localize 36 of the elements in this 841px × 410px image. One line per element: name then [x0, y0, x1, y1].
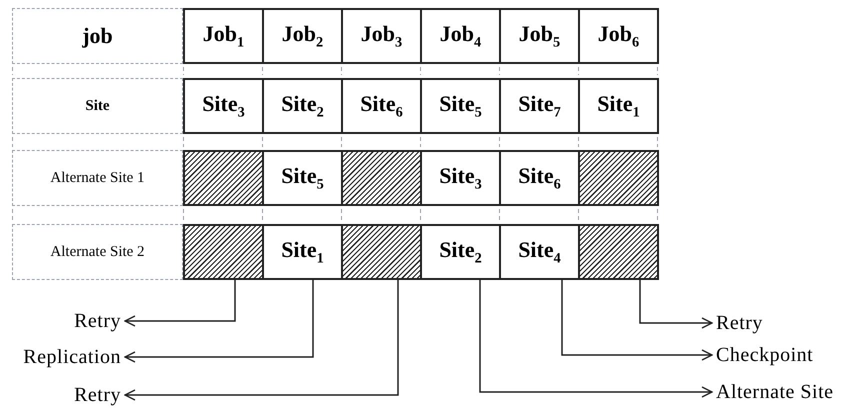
table-cell: Site$_{7}$	[499, 78, 580, 134]
table-cell: Job$_{2}$	[262, 8, 343, 64]
table-cell: Site$_{3}$	[183, 78, 264, 134]
table-cell: Job$_{4}$	[420, 8, 501, 64]
table-cell: Site$_{4}$	[499, 224, 580, 280]
connector-arrow	[124, 280, 399, 401]
table-cell: Site$_{2}$	[262, 78, 343, 134]
table-cell: Site$_{5}$	[420, 78, 501, 134]
table-cell: Site$_{5}$	[262, 150, 343, 206]
table-cell: Job$_{5}$	[499, 8, 580, 64]
hatched-cell	[578, 224, 659, 280]
outcome-label: Alternate Site	[712, 381, 840, 403]
table-cell: Site$_{6}$	[499, 150, 580, 206]
table-cell: Site$_{2}$	[420, 224, 501, 280]
connector-arrow	[479, 280, 713, 398]
table-cell: Job$_{1}$	[183, 8, 264, 64]
hatched-cell	[183, 150, 264, 206]
outcome-label: Checkpoint	[712, 344, 840, 366]
table-cell: Site$_{3}$	[420, 150, 501, 206]
table-cell: Site$_{1}$	[578, 78, 659, 134]
table-cell: Site$_{1}$	[262, 224, 343, 280]
connector-arrow	[124, 280, 236, 327]
hatched-cell	[341, 224, 422, 280]
hatched-cell	[183, 224, 264, 280]
table-cell: Site$_{6}$	[341, 78, 422, 134]
outcome-label: Retry	[712, 312, 840, 334]
connector-arrow	[561, 280, 713, 361]
connector-arrow	[639, 280, 713, 329]
table-cell: Job$_{6}$	[578, 8, 659, 64]
outcome-label: Retry	[5, 383, 125, 407]
hatched-cell	[341, 150, 422, 206]
connector-arrow	[124, 280, 314, 363]
hatched-cell	[578, 150, 659, 206]
table-cell: Job$_{3}$	[341, 8, 422, 64]
outcome-label: Replication	[5, 345, 125, 369]
outcome-label: Retry	[5, 309, 125, 333]
